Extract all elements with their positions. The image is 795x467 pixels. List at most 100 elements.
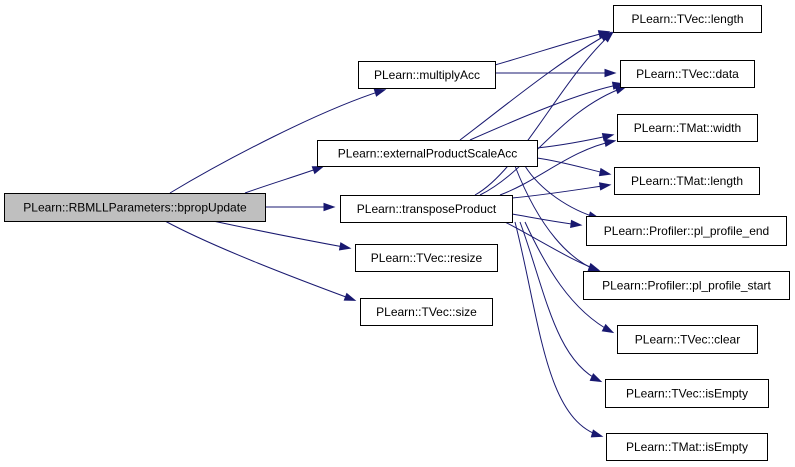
node-box[interactable] [340,195,513,223]
node-tmat-width[interactable]: PLearn::TMat::width [617,114,758,142]
edge-line [499,140,615,196]
node-label[interactable]: PLearn::TMat::width [634,121,741,135]
edge-root-to-tvec_resize [212,220,352,251]
node-label: PLearn::RBMLLParameters::bpropUpdate [23,201,247,215]
node-root: PLearn::RBMLLParameters::bpropUpdate [4,193,266,222]
arrow-head [601,323,615,334]
edge-transposeProduct-to-tvec_isEmpty [519,221,603,383]
edge-line [511,213,581,226]
node-transposeProduct[interactable]: PLearn::transposeProduct [340,195,513,223]
node-tvec-size[interactable]: PLearn::TVec::size [360,298,493,326]
node-multiplyAcc[interactable]: PLearn::multiplyAcc [358,61,496,89]
edge-line [244,166,323,194]
node-label[interactable]: PLearn::externalProductScaleAcc [338,147,517,161]
nodes-layer: PLearn::RBMLLParameters::bpropUpdatePLea… [4,5,790,461]
edge-multiplyAcc-to-tvec_data [495,68,617,78]
arrow-head [343,292,357,301]
edge-externalProductScaleAcc-to-tvec_data [469,81,625,141]
arrow-head [570,219,583,229]
edge-line [459,32,611,141]
node-label[interactable]: PLearn::TVec::clear [635,333,740,347]
node-label[interactable]: PLearn::transposeProduct [357,202,497,216]
arrow-head [598,167,612,177]
node-box[interactable] [617,114,758,142]
node-label[interactable]: PLearn::TVec::isEmpty [626,387,748,401]
node-tvec-isEmpty[interactable]: PLearn::TVec::isEmpty [605,379,769,408]
edge-transposeProduct-to-tvec_length [474,31,614,196]
edge-line [212,220,350,249]
edge-line [494,31,609,66]
node-label[interactable]: PLearn::Profiler::pl_profile_end [604,224,769,238]
edge-line [504,221,599,271]
edge-line [536,134,613,149]
arrow-head [587,262,601,271]
node-box[interactable] [586,216,787,246]
edge-line [479,86,626,196]
node-box[interactable] [317,140,538,167]
edge-transposeProduct-to-tmat_isEmpty [514,221,604,438]
node-tvec-length[interactable]: PLearn::TVec::length [613,5,762,33]
edge-root-to-externalProductScaleAcc [244,166,325,194]
edges-layer [164,30,628,438]
node-box[interactable] [613,5,762,33]
node-box[interactable] [358,61,496,89]
arrow-head [338,242,352,251]
node-tvec-clear[interactable]: PLearn::TVec::clear [617,325,758,354]
node-box[interactable] [360,298,493,326]
arrow-head [602,31,614,43]
node-box[interactable] [614,167,760,195]
edge-externalProductScaleAcc-to-tmat_width [536,133,615,149]
arrow-head [311,166,325,175]
edge-transposeProduct-to-tvec_clear [524,221,615,334]
edge-line [519,221,601,382]
edge-root-to-transposeProduct [264,202,336,212]
edge-root-to-multiplyAcc [169,88,387,194]
node-box[interactable] [617,325,758,354]
edge-transposeProduct-to-profile_start [504,221,601,271]
arrow-head [373,88,387,97]
arrow-head [589,373,603,383]
node-label[interactable]: PLearn::TVec::size [376,305,477,319]
node-box[interactable] [620,60,755,88]
edge-transposeProduct-to-profile_end [511,213,583,229]
arrow-head [323,202,336,212]
edge-line [536,157,610,175]
edge-line [524,221,613,333]
node-label[interactable]: PLearn::TVec::resize [371,251,483,265]
arrow-head [590,429,604,438]
node-box[interactable] [355,244,498,272]
node-tmat-length[interactable]: PLearn::TMat::length [614,167,760,195]
edge-transposeProduct-to-tmat_length [511,182,612,199]
edge-line [514,221,602,437]
node-tvec-data[interactable]: PLearn::TVec::data [620,60,755,88]
edge-line [164,220,355,301]
edge-line [511,184,610,199]
edge-line [474,32,613,196]
node-box[interactable] [605,379,769,408]
arrow-head [604,68,617,78]
node-externalProductScaleAcc[interactable]: PLearn::externalProductScaleAcc [317,140,538,167]
arrow-head [603,138,617,148]
node-box[interactable] [606,433,768,461]
node-label[interactable]: PLearn::TMat::length [631,174,743,188]
node-tmat-isEmpty[interactable]: PLearn::TMat::isEmpty [606,433,768,461]
node-profile-start[interactable]: PLearn::Profiler::pl_profile_start [583,271,790,300]
arrow-head [601,133,615,142]
edge-line [169,89,385,194]
node-tvec-resize[interactable]: PLearn::TVec::resize [355,244,498,272]
node-label[interactable]: PLearn::TMat::isEmpty [626,440,748,454]
node-profile-end[interactable]: PLearn::Profiler::pl_profile_end [586,216,787,246]
arrow-head [598,182,612,191]
node-box[interactable] [583,271,790,300]
edge-transposeProduct-to-tmat_width [499,138,617,196]
edge-root-to-tvec_size [164,220,357,301]
node-label[interactable]: PLearn::multiplyAcc [374,68,480,82]
node-label[interactable]: PLearn::TVec::data [636,67,739,81]
edge-externalProductScaleAcc-to-tmat_length [536,157,612,177]
edge-line [469,83,623,141]
node-box [4,193,266,222]
node-label[interactable]: PLearn::TVec::length [631,12,743,26]
node-label[interactable]: PLearn::Profiler::pl_profile_start [602,279,771,293]
edge-multiplyAcc-to-tvec_length [494,30,611,66]
